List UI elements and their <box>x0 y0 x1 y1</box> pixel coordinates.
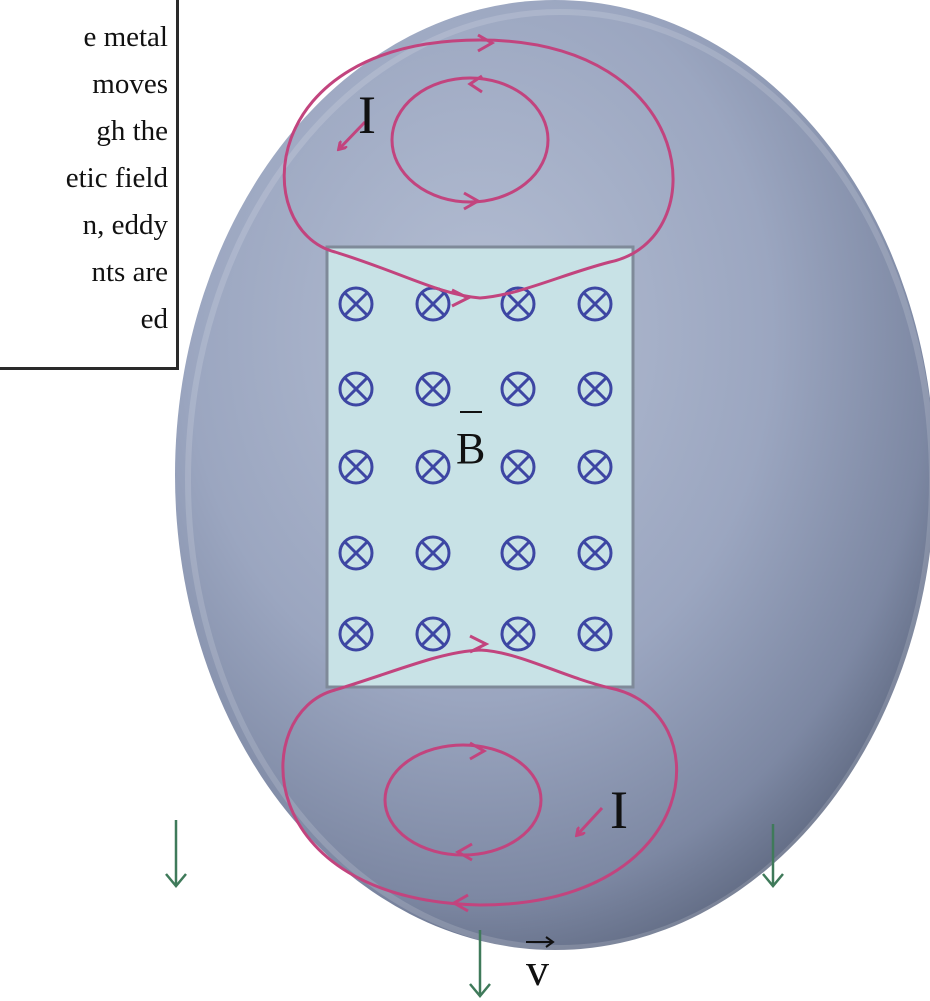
caption-line: gh the <box>96 115 168 147</box>
field-cross-symbol <box>500 616 536 652</box>
field-cross-symbol <box>338 449 374 485</box>
magnetic-field-region <box>325 245 635 689</box>
velocity-arrow-left <box>165 820 187 888</box>
field-cross-symbol <box>338 371 374 407</box>
caption-line: n, eddy <box>82 209 168 241</box>
top-arrow-2 <box>467 74 483 94</box>
current-indicator-bottom <box>578 806 604 834</box>
field-cross-symbol <box>500 371 536 407</box>
bottom-eddy-current <box>281 634 679 913</box>
top-eddy-current <box>282 33 675 308</box>
bottom-arrow-2 <box>454 842 473 862</box>
field-cross-symbol <box>577 371 613 407</box>
top-arrow-4 <box>451 288 472 308</box>
field-cross-symbol <box>415 535 451 571</box>
velocity-vector-arrow <box>526 936 555 948</box>
caption-box: e metal moves gh the etic field n, eddy … <box>0 0 179 370</box>
field-cross-symbol <box>338 286 374 322</box>
field-cross-symbol <box>577 286 613 322</box>
bottom-arrow-4 <box>469 634 490 654</box>
top-inner-loop <box>390 76 550 204</box>
field-cross-symbol <box>415 371 451 407</box>
current-label-top: I <box>358 85 376 145</box>
current-indicator-top <box>340 120 367 148</box>
caption-line: nts are <box>91 256 169 288</box>
velocity-arrows <box>165 820 784 998</box>
caption-line: etic field <box>65 162 168 194</box>
field-cross-symbol <box>415 616 451 652</box>
velocity-arrow-right <box>762 824 784 888</box>
bottom-arrow-3 <box>450 893 469 913</box>
top-outer-loop <box>282 38 675 300</box>
caption-line: ed <box>140 303 168 335</box>
field-cross-symbol <box>415 449 451 485</box>
field-cross-symbol <box>500 286 536 322</box>
top-arrow-1 <box>477 33 496 53</box>
bottom-arrow-1 <box>469 741 488 761</box>
current-label-bottom: I <box>610 780 628 840</box>
caption-line: moves <box>92 68 168 100</box>
field-cross-symbol <box>577 535 613 571</box>
velocity-arrow-center <box>469 930 491 998</box>
disk-shadow <box>185 9 930 951</box>
field-cross-symbol <box>500 535 536 571</box>
field-cross-symbol <box>338 535 374 571</box>
top-arrow-3 <box>463 191 482 211</box>
field-cross-symbol <box>500 449 536 485</box>
field-cross-symbol <box>577 449 613 485</box>
caption-line: e metal <box>83 21 168 53</box>
field-cross-symbol <box>338 616 374 652</box>
velocity-label: v <box>526 944 549 995</box>
field-label: B <box>456 424 485 473</box>
field-cross-symbol <box>577 616 613 652</box>
